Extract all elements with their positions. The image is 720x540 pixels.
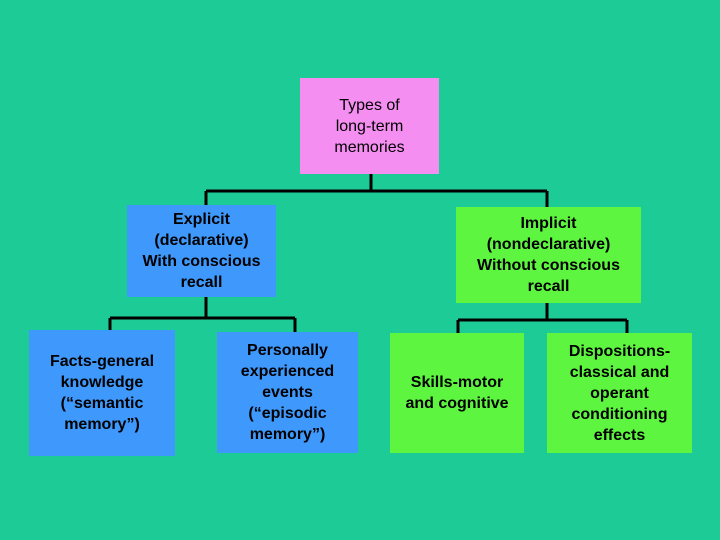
node-episodic: Personally experienced events (“episodic… xyxy=(217,332,358,453)
node-episodic-label: Personally experienced events (“episodic… xyxy=(240,342,335,443)
node-explicit-label: Explicit (declarative) With conscious re… xyxy=(142,211,261,291)
node-root: Types of long-term memories xyxy=(300,78,439,174)
node-semantic: Facts-general knowledge (“semantic memor… xyxy=(29,330,175,456)
node-semantic-label: Facts-general knowledge (“semantic memor… xyxy=(49,353,155,433)
node-dispositions-label: Dispositions- classical and operant cond… xyxy=(568,342,671,444)
node-skills-label: Skills-motor and cognitive xyxy=(405,374,509,412)
node-dispositions: Dispositions- classical and operant cond… xyxy=(547,333,692,453)
node-skills: Skills-motor and cognitive xyxy=(390,333,524,453)
node-implicit-label: Implicit (nondeclarative) Without consci… xyxy=(477,215,620,295)
node-root-label: Types of long-term memories xyxy=(334,96,405,156)
node-explicit: Explicit (declarative) With conscious re… xyxy=(127,205,276,297)
node-implicit: Implicit (nondeclarative) Without consci… xyxy=(456,207,641,303)
